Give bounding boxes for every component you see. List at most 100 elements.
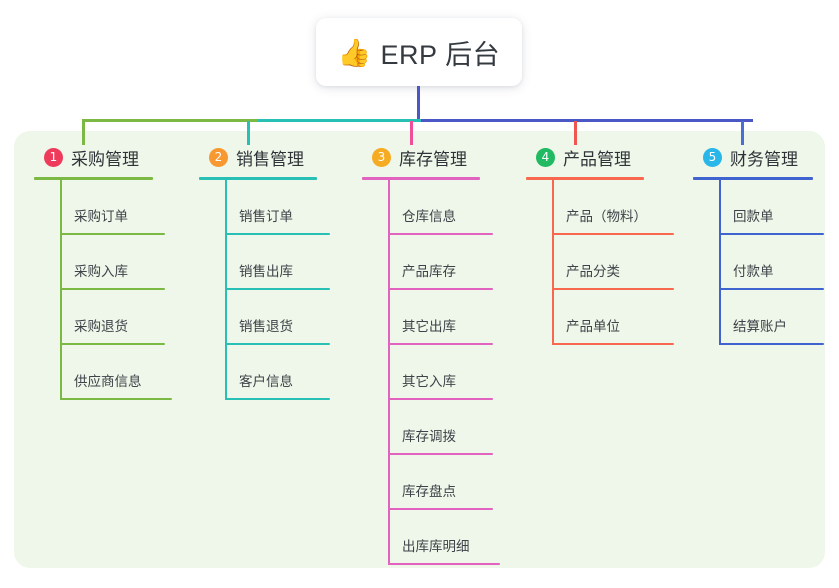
leaf-item-label: 付款单 — [733, 264, 774, 279]
leaf-item-label: 出库库明细 — [402, 539, 470, 554]
leaf-item[interactable]: 付款单 — [693, 235, 824, 290]
leaf-rail-2 — [225, 180, 227, 400]
column-badge-2: 2 — [209, 147, 228, 167]
column-header-rule-4 — [526, 177, 644, 180]
leaf-item[interactable]: 库存盘点 — [362, 455, 522, 510]
leaf-list-column-5: 回款单付款单结算账户 — [693, 180, 824, 345]
leaf-item-rule — [388, 508, 493, 510]
leaf-item-label: 其它入库 — [402, 374, 456, 389]
leaf-rail-5 — [719, 180, 721, 345]
leaf-item-label: 其它出库 — [402, 319, 456, 334]
column-badge-4: 4 — [536, 147, 555, 167]
column-1: 1 采购管理采购订单采购入库采购退货供应商信息 — [34, 144, 199, 400]
column-header-3[interactable]: 3 库存管理 — [362, 144, 522, 170]
leaf-item-rule — [388, 233, 493, 235]
leaf-rail-1 — [60, 180, 62, 400]
bus-segment-3 — [421, 119, 753, 122]
bus-segment-1 — [82, 119, 260, 122]
column-badge-1: 1 — [44, 147, 63, 167]
leaf-item-label: 采购退货 — [74, 319, 128, 334]
leaf-item-label: 销售订单 — [239, 209, 293, 224]
column-title-4: 产品管理 — [563, 149, 631, 169]
leaf-item-label: 回款单 — [733, 209, 774, 224]
leaf-item-label: 销售出库 — [239, 264, 293, 279]
leaf-item-rule — [388, 343, 493, 345]
column-badge-3: 3 — [372, 147, 391, 167]
column-header-4[interactable]: 4 产品管理 — [526, 144, 686, 170]
leaf-item[interactable]: 供应商信息 — [34, 345, 199, 400]
leaf-item-rule — [225, 343, 330, 345]
leaf-item[interactable]: 产品库存 — [362, 235, 522, 290]
leaf-item[interactable]: 回款单 — [693, 180, 824, 235]
column-header-5[interactable]: 5 财务管理 — [693, 144, 823, 170]
leaf-list-column-1: 采购订单采购入库采购退货供应商信息 — [34, 180, 199, 400]
leaf-item-label: 产品单位 — [566, 319, 620, 334]
leaf-item[interactable]: 采购订单 — [34, 180, 199, 235]
leaf-list-column-2: 销售订单销售出库销售退货客户信息 — [199, 180, 354, 400]
leaf-item[interactable]: 采购退货 — [34, 290, 199, 345]
column-title-1: 采购管理 — [71, 149, 139, 169]
leaf-item-rule — [719, 288, 824, 290]
leaf-item-label: 产品（物料） — [566, 209, 647, 224]
leaf-item-label: 库存调拨 — [402, 429, 456, 444]
leaf-item-rule — [719, 343, 824, 345]
leaf-rail-4 — [552, 180, 554, 345]
leaf-item[interactable]: 销售订单 — [199, 180, 354, 235]
drop-stub-column-4 — [574, 121, 577, 145]
leaf-list-column-3: 仓库信息产品库存其它出库其它入库库存调拨库存盘点出库库明细 — [362, 180, 522, 565]
leaf-item[interactable]: 销售退货 — [199, 290, 354, 345]
leaf-item[interactable]: 其它入库 — [362, 345, 522, 400]
leaf-item-rule — [388, 563, 500, 565]
leaf-item-label: 结算账户 — [733, 319, 787, 334]
root-node-card[interactable]: 👍 ERP 后台 — [316, 18, 522, 86]
column-title-3: 库存管理 — [399, 149, 467, 169]
leaf-item-rule — [60, 343, 165, 345]
leaf-item-label: 客户信息 — [239, 374, 293, 389]
leaf-item[interactable]: 库存调拨 — [362, 400, 522, 455]
thumbs-up-icon: 👍 — [337, 37, 372, 68]
column-badge-5: 5 — [703, 147, 722, 167]
leaf-item-label: 仓库信息 — [402, 209, 456, 224]
leaf-item-rule — [388, 288, 493, 290]
leaf-item[interactable]: 其它出库 — [362, 290, 522, 345]
drop-stub-column-2 — [247, 121, 250, 145]
leaf-item-rule — [60, 398, 172, 400]
bus-segment-2 — [258, 119, 424, 122]
leaf-item-rule — [225, 398, 330, 400]
leaf-item-label: 产品分类 — [566, 264, 620, 279]
leaf-item[interactable]: 采购入库 — [34, 235, 199, 290]
leaf-item-rule — [719, 233, 824, 235]
drop-stub-column-1 — [82, 121, 85, 145]
leaf-item[interactable]: 产品（物料） — [526, 180, 686, 235]
leaf-item-label: 采购订单 — [74, 209, 128, 224]
leaf-item[interactable]: 产品分类 — [526, 235, 686, 290]
leaf-item-rule — [388, 398, 493, 400]
leaf-item[interactable]: 客户信息 — [199, 345, 354, 400]
column-header-1[interactable]: 1 采购管理 — [34, 144, 199, 170]
leaf-item-label: 库存盘点 — [402, 484, 456, 499]
leaf-item[interactable]: 结算账户 — [693, 290, 824, 345]
diagram-panel — [14, 131, 825, 568]
leaf-item[interactable]: 产品单位 — [526, 290, 686, 345]
leaf-item[interactable]: 仓库信息 — [362, 180, 522, 235]
column-header-rule-2 — [199, 177, 317, 180]
leaf-item-label: 供应商信息 — [74, 374, 142, 389]
leaf-item-rule — [60, 233, 165, 235]
column-header-rule-5 — [693, 177, 813, 180]
column-4: 4 产品管理产品（物料） 产品分类产品单位 — [526, 144, 686, 345]
leaf-item-rule — [388, 453, 493, 455]
root-connector-stem — [417, 86, 420, 121]
column-header-rule-3 — [362, 177, 480, 180]
leaf-item[interactable]: 销售出库 — [199, 235, 354, 290]
leaf-item[interactable]: 出库库明细 — [362, 510, 522, 565]
leaf-item-rule — [225, 288, 330, 290]
column-title-5: 财务管理 — [730, 149, 798, 169]
leaf-item-rule — [225, 233, 330, 235]
leaf-rail-3 — [388, 180, 390, 565]
drop-stub-column-5 — [741, 121, 744, 145]
column-header-rule-1 — [34, 177, 153, 180]
leaf-item-rule — [60, 288, 165, 290]
drop-stub-column-3 — [410, 121, 413, 145]
leaf-item-rule — [552, 288, 674, 290]
